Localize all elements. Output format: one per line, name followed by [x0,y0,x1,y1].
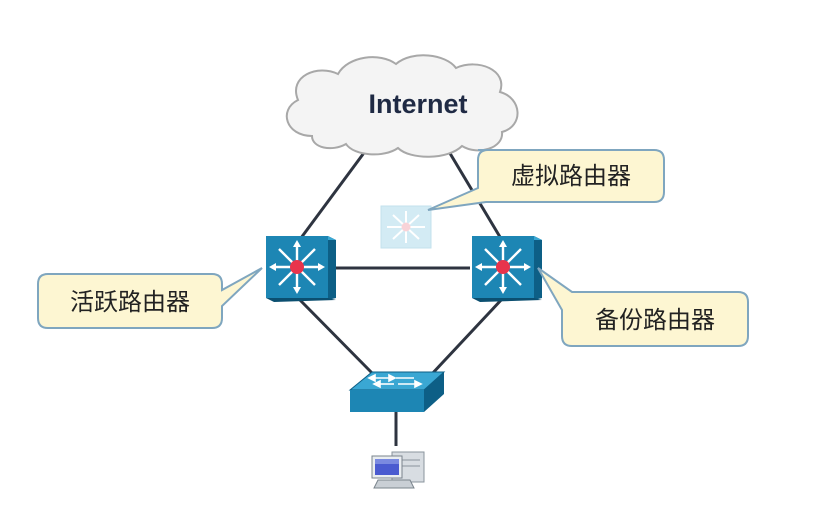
active-router-callout: 活跃路由器 [37,267,263,329]
backup-router-callout: 备份路由器 [537,267,749,347]
virtual-router-callout: 虚拟路由器 [427,149,665,211]
cloud-label: Internet [368,89,467,119]
workgroup-switch-icon [348,371,446,412]
link-active-switch [296,296,377,378]
internet-cloud-icon: Internet [285,54,519,158]
links [296,141,505,446]
workstation-pc-icon [371,451,425,489]
link-backup-switch [428,296,505,378]
active-router-label: 活跃路由器 [70,288,190,316]
backup-router-label: 备份路由器 [595,306,715,334]
backup-router-icon [472,236,542,302]
virtual-router-icon [380,205,432,249]
link-internet-active [296,141,374,243]
virtual-router-label: 虚拟路由器 [511,162,631,190]
active-router-icon [266,236,336,302]
